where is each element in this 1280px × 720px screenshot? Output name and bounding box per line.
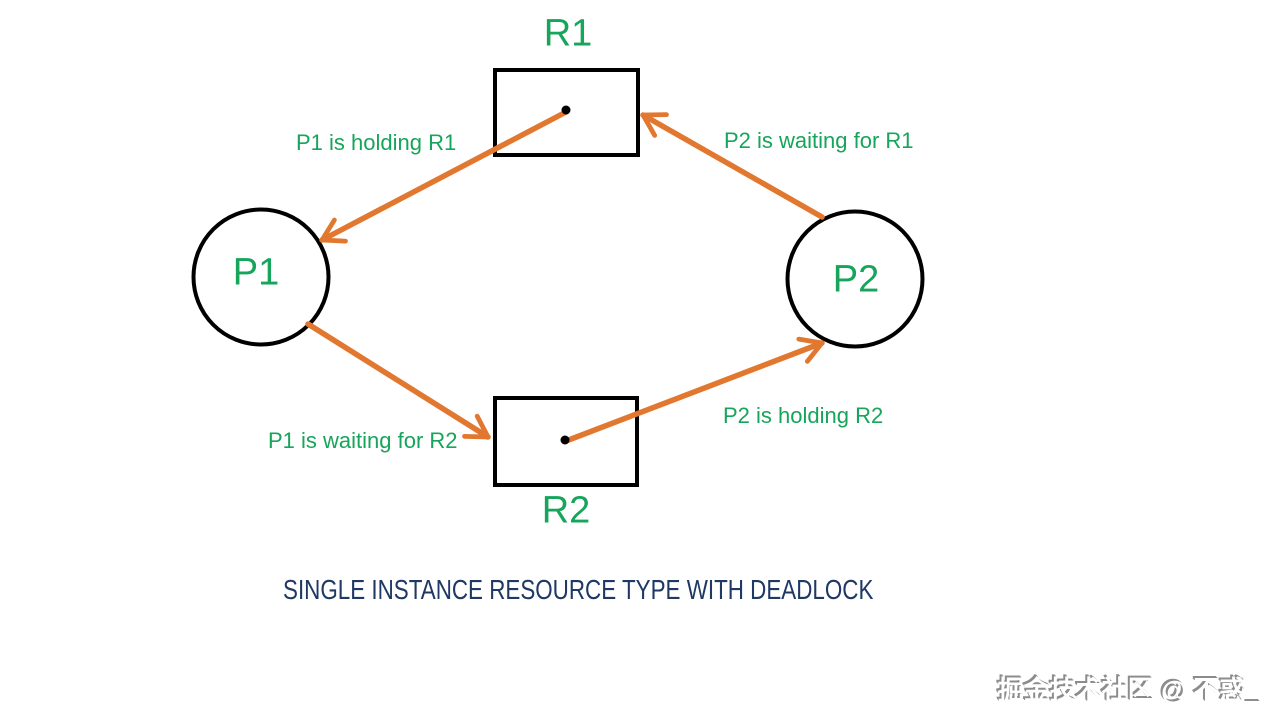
edge-arrow-p1-to-r2	[305, 321, 491, 440]
process-node-p2	[785, 209, 925, 349]
edge-label-p2-holding-r2: P2 is holding R2	[723, 403, 884, 428]
watermark-text: 掘金技术社区 @ 不惑_	[997, 675, 1260, 705]
resource-instance-dot-r2	[560, 435, 570, 445]
edge-arrow-p2-to-r1	[640, 112, 825, 220]
node-label-p1: P1	[232, 251, 280, 294]
process-node-p1	[191, 207, 331, 347]
node-label-r2: R2	[541, 489, 591, 532]
resource-instance-dot-r1	[561, 105, 571, 115]
edge-label-p1-holding-r1: P1 is holding R1	[296, 130, 457, 155]
diagram-caption: SINGLE INSTANCE RESOURCE TYPE WITH DEADL…	[283, 574, 874, 605]
node-label-r1: R1	[543, 12, 593, 55]
edge-arrow-r2-to-p2	[563, 336, 825, 444]
edge-label-p1-waiting-r2: P1 is waiting for R2	[268, 428, 458, 453]
node-label-p2: P2	[832, 258, 880, 301]
edge-label-p2-waiting-r1: P2 is waiting for R1	[724, 128, 914, 153]
edge-arrow-r1-to-p1	[319, 109, 569, 244]
